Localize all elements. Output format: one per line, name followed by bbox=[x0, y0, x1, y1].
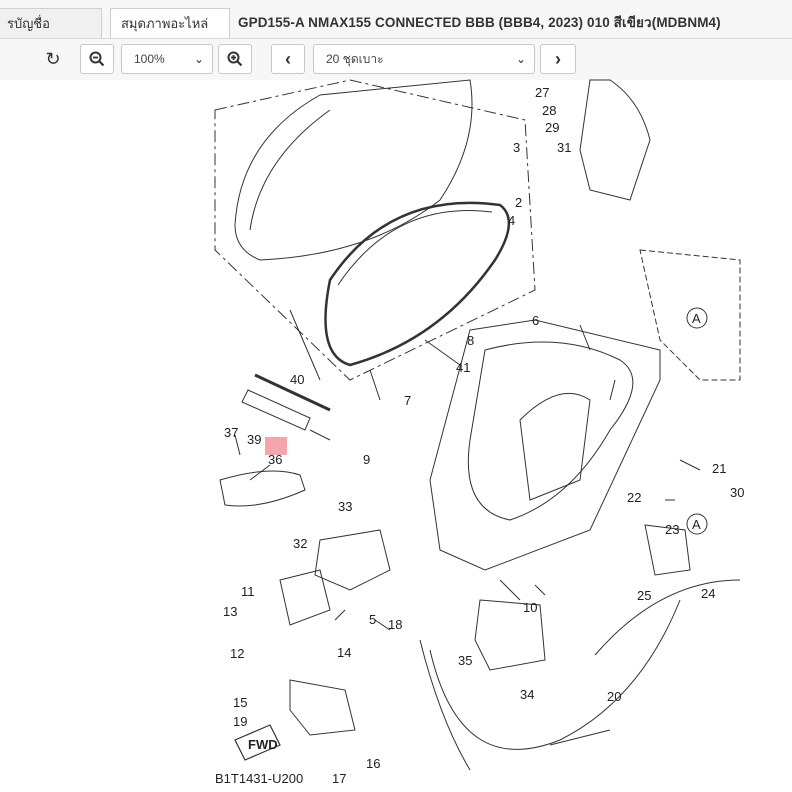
part-label-14[interactable]: 14 bbox=[337, 645, 351, 660]
part-label-41[interactable]: 41 bbox=[456, 360, 470, 375]
seat-group-outline bbox=[214, 79, 536, 381]
diagram-code: B1T1431-U200 bbox=[215, 771, 303, 786]
zoom-in-button[interactable] bbox=[218, 44, 252, 74]
part-label-5[interactable]: 5 bbox=[369, 612, 376, 627]
tool-bar bbox=[254, 373, 331, 412]
part-label-12[interactable]: 12 bbox=[230, 646, 244, 661]
part-label-3[interactable]: 3 bbox=[513, 140, 520, 155]
part-label-32[interactable]: 32 bbox=[293, 536, 307, 551]
part-label-9[interactable]: 9 bbox=[363, 452, 370, 467]
part-label-29[interactable]: 29 bbox=[545, 120, 559, 135]
part-label-27[interactable]: 27 bbox=[535, 85, 549, 100]
part-label-30[interactable]: 30 bbox=[730, 485, 744, 500]
chevron-down-icon: ⌄ bbox=[193, 52, 204, 66]
bracket-24 bbox=[644, 524, 691, 576]
part-label-6[interactable]: 6 bbox=[532, 313, 539, 328]
chevron-left-icon: ‹ bbox=[285, 48, 291, 69]
part-label-10[interactable]: 10 bbox=[523, 600, 537, 615]
part-label-17[interactable]: 17 bbox=[332, 771, 346, 786]
zoom-in-icon bbox=[227, 51, 243, 67]
svg-text:A: A bbox=[692, 517, 701, 532]
fwd-arrow: FWD bbox=[234, 724, 281, 761]
hinge-bracket bbox=[314, 529, 391, 591]
previous-section-button[interactable]: ‹ bbox=[271, 44, 305, 74]
part-label-4[interactable]: 4 bbox=[508, 213, 515, 228]
part-label-33[interactable]: 33 bbox=[338, 499, 352, 514]
part-label-28[interactable]: 28 bbox=[542, 103, 556, 118]
tab-parts-list[interactable]: รบัญชื่อ bbox=[0, 8, 102, 38]
refresh-icon: ↻ bbox=[45, 48, 61, 69]
seat-shape bbox=[234, 79, 473, 261]
part-label-37[interactable]: 37 bbox=[224, 425, 238, 440]
part-label-13[interactable]: 13 bbox=[223, 604, 237, 619]
zoom-out-button[interactable] bbox=[80, 44, 114, 74]
highlight-part-36[interactable] bbox=[265, 437, 287, 455]
chevron-down-icon: ⌄ bbox=[515, 52, 526, 66]
part-label-2[interactable]: 2 bbox=[515, 195, 522, 210]
section-select[interactable]: 20 ชุดเบาะ ⌄ bbox=[313, 44, 535, 74]
tab-parts-catalog[interactable]: สมุดภาพอะไหล่ bbox=[110, 8, 230, 38]
seat-seal bbox=[324, 201, 511, 367]
rear-frame bbox=[579, 79, 651, 201]
luggage-box bbox=[429, 319, 661, 571]
part-label-23[interactable]: 23 bbox=[665, 522, 679, 537]
part-label-19[interactable]: 19 bbox=[233, 714, 247, 729]
svg-text:A: A bbox=[692, 311, 701, 326]
part-label-20[interactable]: 20 bbox=[607, 689, 621, 704]
top-toolbar: รบัญชื่อ สมุดภาพอะไหล่ GPD155-A NMAX155 … bbox=[0, 0, 792, 80]
part-label-39[interactable]: 39 bbox=[247, 432, 261, 447]
zoom-value: 100% bbox=[134, 52, 165, 66]
part-label-36[interactable]: 36 bbox=[268, 452, 282, 467]
svg-text:FWD: FWD bbox=[248, 737, 278, 752]
cover-36 bbox=[219, 470, 306, 507]
part-label-24[interactable]: 24 bbox=[701, 586, 715, 601]
bracket-34 bbox=[474, 599, 546, 671]
refresh-button[interactable]: ↻ bbox=[40, 44, 66, 74]
next-section-button[interactable]: › bbox=[540, 44, 576, 74]
part-label-15[interactable]: 15 bbox=[233, 695, 247, 710]
part-label-25[interactable]: 25 bbox=[637, 588, 651, 603]
zoom-select[interactable]: 100% ⌄ bbox=[121, 44, 213, 74]
part-label-35[interactable]: 35 bbox=[458, 653, 472, 668]
page-title: GPD155-A NMAX155 CONNECTED BBB (BBB4, 20… bbox=[238, 15, 721, 30]
section-value: 20 ชุดเบาะ bbox=[326, 52, 384, 66]
part-label-21[interactable]: 21 bbox=[712, 461, 726, 476]
part-label-34[interactable]: 34 bbox=[520, 687, 534, 702]
part-label-11[interactable]: 11 bbox=[241, 584, 255, 599]
zoom-out-icon bbox=[89, 51, 105, 67]
part-label-40[interactable]: 40 bbox=[290, 372, 304, 387]
part-label-31[interactable]: 31 bbox=[557, 140, 571, 155]
part-label-7[interactable]: 7 bbox=[404, 393, 411, 408]
part-label-18[interactable]: 18 bbox=[388, 617, 402, 632]
tab-divider bbox=[0, 38, 792, 39]
chevron-right-icon: › bbox=[555, 48, 561, 69]
callout-a-lower: A bbox=[686, 513, 708, 535]
callout-a-upper: A bbox=[686, 307, 708, 329]
part-label-8[interactable]: 8 bbox=[467, 333, 474, 348]
part-label-22[interactable]: 22 bbox=[627, 490, 641, 505]
part-label-16[interactable]: 16 bbox=[366, 756, 380, 771]
